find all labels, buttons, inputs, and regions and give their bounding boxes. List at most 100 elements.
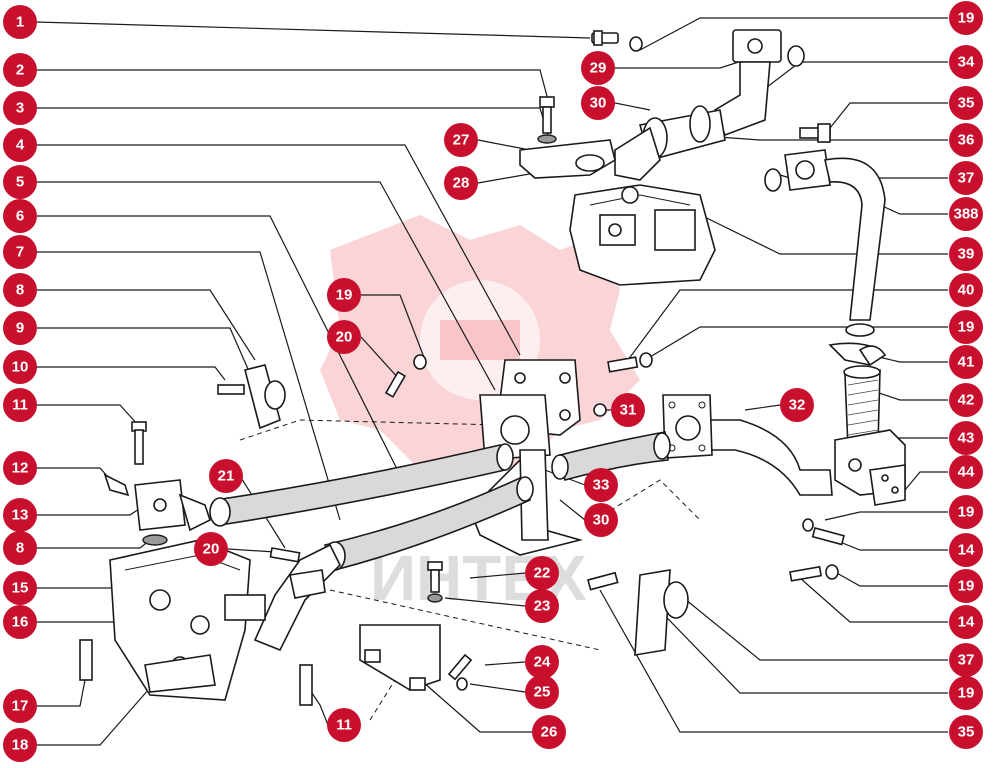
callout-29[interactable]: 29 [581, 51, 615, 85]
bracket-bolt [519, 96, 616, 179]
callout-5[interactable]: 5 [3, 165, 37, 199]
callout-9[interactable]: 9 [3, 311, 37, 345]
callout-label: 12 [12, 460, 29, 477]
ring-41 [858, 345, 887, 367]
callout-22[interactable]: 22 [525, 556, 559, 590]
callout-20-lower[interactable]: 20 [194, 532, 228, 566]
callout-39[interactable]: 39 [949, 237, 983, 271]
callout-24[interactable]: 24 [525, 645, 559, 679]
callout-7[interactable]: 7 [3, 235, 37, 269]
callout-25[interactable]: 25 [525, 675, 559, 709]
callout-label: 11 [336, 717, 352, 734]
callout-8[interactable]: 8 [3, 273, 37, 307]
callout-label: 19 [958, 685, 975, 702]
callout-40[interactable]: 40 [949, 273, 983, 307]
callout-20-mid[interactable]: 20 [327, 320, 361, 354]
callout-33[interactable]: 33 [584, 468, 618, 502]
callout-44[interactable]: 44 [949, 455, 983, 489]
callout-label: 41 [958, 354, 975, 371]
callout-label: 16 [12, 614, 29, 631]
callout-28[interactable]: 28 [444, 166, 478, 200]
callout-label: 8 [16, 282, 24, 299]
pump-housing [569, 184, 716, 286]
callout-label: 4 [16, 137, 25, 154]
callout-10[interactable]: 10 [3, 350, 37, 384]
callout-6[interactable]: 6 [3, 199, 37, 233]
callout-35-r2[interactable]: 35 [949, 715, 983, 749]
bolt-22 [427, 561, 443, 603]
callout-3[interactable]: 3 [3, 91, 37, 125]
callouts: 1 2 3 4 5 6 7 8 9 10 11 12 13 8 15 16 17… [3, 1, 983, 762]
callout-26[interactable]: 26 [532, 715, 566, 749]
bolt-19-20-mid [384, 354, 427, 398]
callout-1[interactable]: 1 [3, 5, 37, 39]
callout-14-r2[interactable]: 14 [949, 605, 983, 639]
callout-label: 35 [958, 724, 975, 741]
right-lower-pipe [662, 394, 833, 496]
callout-label: 9 [16, 320, 24, 337]
callout-11[interactable]: 11 [3, 388, 37, 422]
callout-label: 37 [958, 652, 975, 669]
callout-27[interactable]: 27 [444, 123, 478, 157]
callout-2[interactable]: 2 [3, 53, 37, 87]
callout-label: 31 [620, 402, 637, 419]
bolt-11-left [131, 421, 147, 465]
callout-label: 17 [12, 698, 29, 715]
callout-label: 33 [593, 477, 610, 494]
callout-15[interactable]: 15 [3, 571, 37, 605]
callout-37-r2[interactable]: 37 [949, 643, 983, 677]
callout-label: 34 [958, 54, 975, 71]
callout-30-mid[interactable]: 30 [584, 503, 618, 537]
callout-4[interactable]: 4 [3, 128, 37, 162]
callout-label: 13 [12, 507, 29, 524]
callout-41[interactable]: 41 [949, 345, 983, 379]
callout-35-r1[interactable]: 35 [949, 86, 983, 120]
callout-23[interactable]: 23 [525, 589, 559, 623]
callout-13[interactable]: 13 [3, 498, 37, 532]
callout-19-r4[interactable]: 19 [949, 569, 983, 603]
callout-42[interactable]: 42 [949, 383, 983, 417]
callout-label: 15 [12, 580, 29, 597]
callout-label: 23 [534, 598, 551, 615]
callout-label: 14 [958, 614, 975, 631]
callout-8-lower[interactable]: 8 [3, 531, 37, 565]
callout-label: 40 [958, 282, 975, 299]
callout-19-r2[interactable]: 19 [949, 310, 983, 344]
callout-21[interactable]: 21 [209, 459, 243, 493]
callout-30-top[interactable]: 30 [581, 86, 615, 120]
callout-36[interactable]: 36 [949, 123, 983, 157]
callout-37-r1[interactable]: 37 [949, 161, 983, 195]
callout-19-mid[interactable]: 19 [327, 278, 361, 312]
callout-label: 11 [12, 397, 28, 414]
callout-32[interactable]: 32 [780, 388, 814, 422]
callout-16[interactable]: 16 [3, 605, 37, 639]
callout-31[interactable]: 31 [611, 393, 645, 427]
callout-34[interactable]: 34 [949, 45, 983, 79]
callout-label: 5 [16, 174, 24, 191]
bolt-top [591, 30, 643, 52]
callout-19-r5[interactable]: 19 [949, 676, 983, 710]
callout-17[interactable]: 17 [3, 689, 37, 723]
callout-43[interactable]: 43 [949, 421, 983, 455]
callout-11-lower[interactable]: 11 [327, 708, 361, 742]
left-fitting-block [103, 473, 211, 546]
right-riser-pipe [764, 149, 886, 366]
callout-label: 10 [12, 359, 29, 376]
callout-label: 22 [534, 565, 551, 582]
callout-12[interactable]: 12 [3, 451, 37, 485]
callout-label: 388 [953, 206, 978, 223]
callout-19-r1[interactable]: 19 [949, 1, 983, 35]
callout-14-r1[interactable]: 14 [949, 533, 983, 567]
callout-label: 8 [16, 540, 24, 557]
callout-label: 44 [958, 464, 975, 481]
callout-label: 39 [958, 246, 975, 263]
upper-hose-clamp [614, 105, 726, 181]
callout-label: 18 [12, 737, 29, 754]
lower-elbow [253, 543, 341, 652]
left-clamp [217, 364, 286, 430]
callout-19-r3[interactable]: 19 [949, 495, 983, 529]
callout-label: 2 [16, 62, 24, 79]
callout-388[interactable]: 388 [949, 197, 983, 231]
callout-18[interactable]: 18 [3, 728, 37, 762]
bolt-40 [607, 352, 653, 373]
